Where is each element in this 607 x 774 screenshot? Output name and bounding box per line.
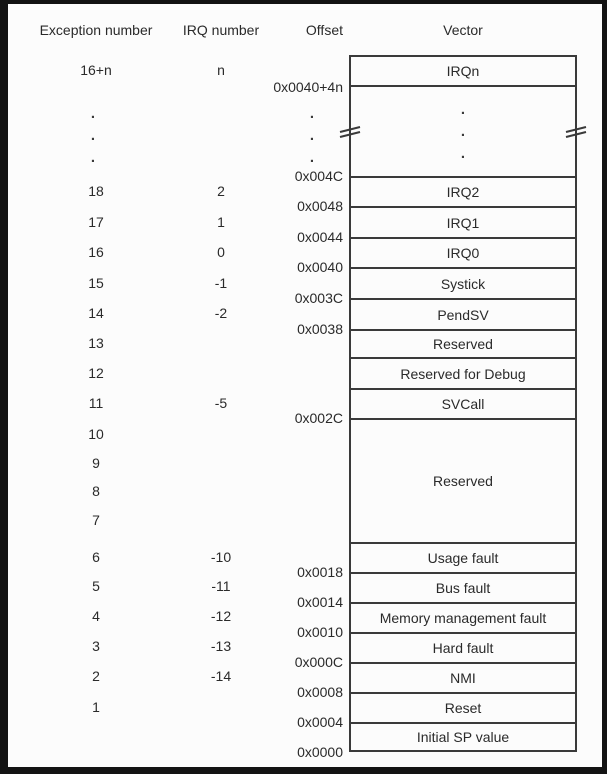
exception-number: 4: [92, 608, 100, 624]
ellipsis-dot: .: [309, 149, 315, 166]
offset-label: 0x003C: [294, 290, 343, 306]
exception-number: 1: [92, 699, 100, 715]
offset-label: 0x0010: [297, 624, 343, 640]
ellipsis-dots-exception: . . .: [83, 103, 103, 169]
ellipsis-dots-offset: . . .: [302, 103, 322, 169]
exception-number: 8: [92, 483, 100, 499]
vector-table: IRQn . . . IRQ2 IRQ1 IRQ0 Systick PendSV…: [349, 55, 577, 752]
ellipsis-dot: .: [460, 100, 466, 118]
ellipsis-dot: .: [90, 127, 96, 144]
irq-number: -2: [214, 305, 228, 321]
vector-cell: Systick: [351, 267, 575, 298]
irq-number: n: [217, 62, 225, 78]
irq-number: -11: [211, 578, 231, 594]
irq-number: -10: [210, 549, 232, 565]
vector-cell: Reset: [351, 692, 575, 722]
offset-label: 0x0038: [297, 321, 343, 337]
exception-number: 16: [88, 244, 104, 260]
vector-cell: Hard fault: [351, 632, 575, 662]
offset-label: 0x0044: [297, 229, 343, 245]
irq-number: 0: [217, 244, 225, 260]
vector-cell-ellipsis: . . .: [351, 85, 575, 176]
ellipsis-dot: .: [460, 122, 466, 140]
exception-number: 3: [92, 638, 100, 654]
vector-cell: NMI: [351, 662, 575, 692]
vector-cell: Reserved: [351, 329, 575, 357]
exception-number: 13: [88, 335, 104, 351]
irq-number: -13: [210, 638, 232, 654]
irq-number: -1: [214, 275, 228, 291]
irq-number: -14: [210, 668, 232, 684]
exception-number: 18: [88, 183, 104, 199]
offset-label: 0x0018: [297, 564, 343, 580]
header-exception-number: Exception number: [39, 22, 153, 38]
offset-label: 0x004C: [294, 168, 343, 184]
exception-number: 9: [92, 455, 100, 471]
break-mark-icon: [565, 126, 587, 138]
ellipsis-dot: .: [309, 127, 315, 144]
ellipsis-dot: .: [90, 105, 96, 122]
exception-number: 12: [88, 365, 104, 381]
exception-number: 11: [88, 395, 104, 411]
offset-label: 0x002C: [294, 410, 343, 426]
header-vector: Vector: [443, 22, 483, 38]
exception-number: 7: [92, 512, 100, 528]
exception-number: 17: [88, 214, 104, 230]
offset-label: 0x0008: [297, 684, 343, 700]
vector-cell: IRQ1: [351, 206, 575, 237]
vector-cell: Memory management fault: [351, 602, 575, 632]
exception-number: 15: [88, 275, 104, 291]
vector-cell: Usage fault: [351, 542, 575, 572]
vector-cell: PendSV: [351, 298, 575, 329]
exception-number: 14: [88, 305, 104, 321]
offset-label: 0x0040: [297, 259, 343, 275]
irq-number: 1: [217, 214, 225, 230]
offset-label: 0x000C: [294, 654, 343, 670]
vector-cell: IRQ2: [351, 176, 575, 206]
vector-cell: IRQn: [446, 63, 480, 79]
offset-label: 0x0040+4n: [273, 79, 343, 95]
ellipsis-dot: .: [309, 105, 315, 122]
exception-number: 2: [92, 668, 100, 684]
vector-cell: Reserved: [351, 418, 575, 542]
irq-number: 2: [217, 183, 225, 199]
exception-number: 10: [88, 426, 104, 442]
offset-label: 0x0014: [297, 594, 343, 610]
vector-cell: Reserved for Debug: [351, 357, 575, 388]
vector-cell: SVCall: [351, 388, 575, 418]
break-mark-icon: [339, 126, 361, 138]
header-offset: Offset: [305, 22, 343, 38]
ellipsis-dots-vector: . . .: [461, 99, 465, 165]
offset-label: 0x0004: [297, 714, 343, 730]
exception-number: 6: [92, 549, 100, 565]
vector-cell: IRQ0: [351, 237, 575, 267]
vector-cell: Initial SP value: [351, 722, 575, 750]
irq-number: -5: [214, 395, 228, 411]
ellipsis-dot: .: [460, 144, 466, 162]
irq-number: -12: [210, 608, 232, 624]
header-irq-number: IRQ number: [182, 22, 260, 38]
exception-number: 5: [92, 578, 100, 594]
offset-label: 0x0048: [297, 198, 343, 214]
ellipsis-dot: .: [90, 149, 96, 166]
offset-label: 0x0000: [297, 744, 343, 760]
exception-number: 16+n: [80, 62, 112, 78]
vector-cell: Bus fault: [351, 572, 575, 602]
